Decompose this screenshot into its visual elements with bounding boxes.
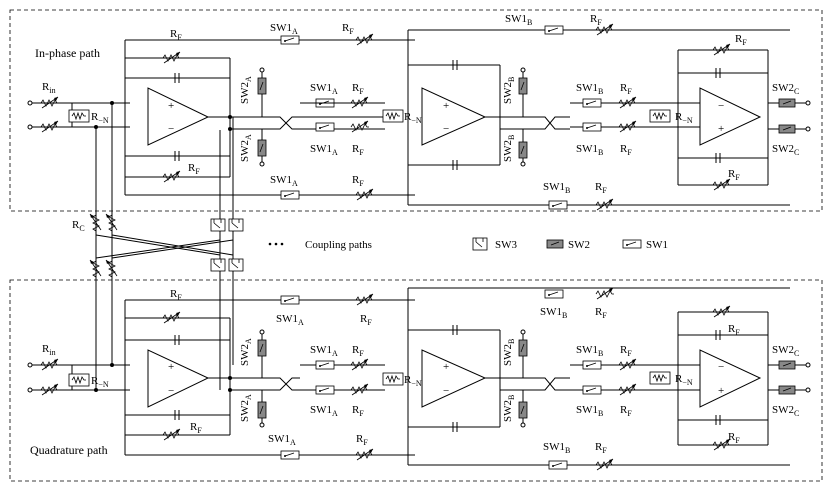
svg-text:SW2C: SW2C: [772, 404, 799, 418]
svg-text:−: −: [718, 361, 724, 373]
svg-text:RF: RF: [352, 404, 364, 418]
svg-text:RF: RF: [728, 431, 740, 445]
svg-text:R−N: R−N: [675, 111, 693, 125]
svg-text:SW2B: SW2B: [502, 395, 516, 422]
svg-text:SW2A: SW2A: [239, 76, 253, 104]
svg-text:SW1B: SW1B: [540, 306, 567, 320]
svg-text:SW2C: SW2C: [772, 344, 799, 358]
coupling-network: RC: [72, 103, 244, 390]
svg-text:+: +: [443, 100, 449, 112]
inphase-circuit: Rin R−N RF RF + − SW2A: [27, 13, 811, 211]
svg-text:SW1B: SW1B: [505, 13, 532, 27]
svg-text:SW1A: SW1A: [310, 82, 338, 96]
svg-text:R−N: R−N: [404, 374, 422, 388]
svg-text:SW1A: SW1A: [268, 433, 296, 447]
svg-text:SW1A: SW1A: [270, 174, 298, 188]
svg-text:RF: RF: [620, 82, 632, 96]
svg-text:RF: RF: [170, 28, 182, 42]
svg-text:R−N: R−N: [675, 373, 693, 387]
svg-text:+: +: [443, 361, 449, 373]
svg-text:RF: RF: [595, 181, 607, 195]
inphase-path-label: In-phase path: [35, 46, 100, 60]
legend: Coupling paths SW3 SW2 SW1: [268, 237, 668, 251]
svg-text:RF: RF: [735, 33, 747, 47]
svg-text:SW1A: SW1A: [310, 344, 338, 358]
svg-text:−: −: [443, 385, 449, 397]
svg-text:SW2A: SW2A: [239, 134, 253, 162]
rin-label: Rin: [42, 81, 56, 95]
svg-text:RF: RF: [352, 174, 364, 188]
svg-text:SW1B: SW1B: [576, 143, 603, 157]
svg-text:+: +: [168, 100, 174, 112]
svg-text:RF: RF: [595, 441, 607, 455]
svg-text:RF: RF: [188, 162, 200, 176]
svg-text:SW2A: SW2A: [239, 338, 253, 366]
svg-text:RF: RF: [360, 313, 372, 327]
svg-text:RF: RF: [342, 22, 354, 36]
svg-text:−: −: [168, 123, 174, 135]
legend-sw2: SW2: [568, 239, 590, 251]
svg-text:+: +: [718, 385, 724, 397]
legend-coupling: Coupling paths: [305, 239, 372, 251]
quadrature-circuit: Rin R−N RF RF + − SW2A SW2A: [27, 287, 811, 471]
svg-text:−: −: [718, 100, 724, 112]
legend-sw3: SW3: [495, 239, 518, 251]
rc-label: RC: [72, 219, 85, 233]
svg-text:RF: RF: [620, 404, 632, 418]
svg-text:RF: RF: [590, 13, 602, 27]
svg-text:RF: RF: [190, 421, 202, 435]
svg-text:SW1A: SW1A: [310, 404, 338, 418]
rn-label: R−N: [91, 111, 109, 125]
legend-sw1: SW1: [646, 239, 668, 251]
svg-text:SW2B: SW2B: [502, 135, 516, 162]
svg-text:SW1B: SW1B: [576, 404, 603, 418]
inphase-box: [9, 9, 823, 212]
svg-text:SW2A: SW2A: [239, 394, 253, 422]
quadrature-box: [9, 279, 823, 482]
svg-text:SW2B: SW2B: [502, 77, 516, 104]
svg-text:SW1B: SW1B: [576, 82, 603, 96]
svg-text:+: +: [718, 123, 724, 135]
svg-text:SW1B: SW1B: [543, 181, 570, 195]
svg-text:R−N: R−N: [91, 375, 109, 389]
svg-text:+: +: [168, 361, 174, 373]
svg-text:SW1A: SW1A: [270, 22, 298, 36]
svg-text:R−N: R−N: [404, 111, 422, 125]
svg-text:RF: RF: [352, 344, 364, 358]
svg-text:SW2B: SW2B: [502, 339, 516, 366]
svg-text:SW1B: SW1B: [543, 441, 570, 455]
svg-text:RF: RF: [728, 168, 740, 182]
svg-text:RF: RF: [170, 288, 182, 302]
svg-text:SW1A: SW1A: [276, 313, 304, 327]
svg-text:RF: RF: [352, 143, 364, 157]
svg-text:RF: RF: [728, 323, 740, 337]
svg-text:SW1B: SW1B: [576, 344, 603, 358]
svg-text:−: −: [168, 385, 174, 397]
svg-text:RF: RF: [620, 344, 632, 358]
svg-text:SW1A: SW1A: [310, 143, 338, 157]
svg-text:RF: RF: [356, 433, 368, 447]
svg-text:−: −: [443, 123, 449, 135]
svg-text:RF: RF: [352, 82, 364, 96]
quadrature-path-label: Quadrature path: [30, 443, 108, 457]
svg-text:Rin: Rin: [42, 343, 56, 357]
svg-text:RF: RF: [620, 143, 632, 157]
svg-text:SW2C: SW2C: [772, 82, 799, 96]
svg-text:SW2C: SW2C: [772, 143, 799, 157]
svg-text:RF: RF: [595, 306, 607, 320]
